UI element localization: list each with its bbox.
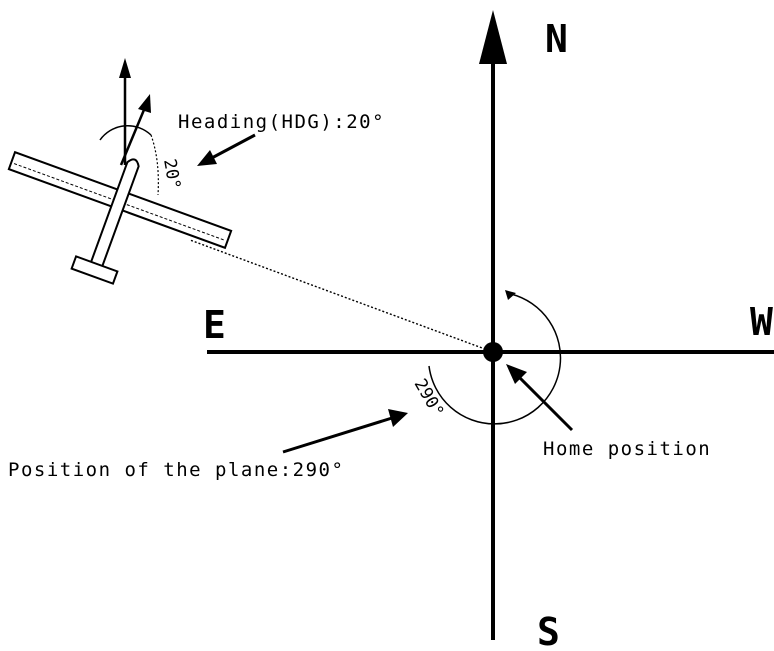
position-pointer-arrow [282, 416, 393, 454]
home-pointer-arrowhead [506, 364, 527, 384]
heading-label: Heading(HDG):20° [178, 111, 385, 133]
north-arrow-icon [479, 10, 507, 64]
position-arc-arrowhead [505, 290, 516, 300]
north-label: N [545, 17, 568, 61]
heading-angle-arc [99, 125, 152, 141]
south-label: S [537, 610, 560, 651]
heading-pointer-arrow [207, 133, 256, 162]
west-label: W [750, 300, 773, 344]
heading-angle-label: 20° [159, 157, 184, 191]
heading-angle-arc-ext [150, 134, 159, 196]
heading-pointer-arrowhead [197, 150, 217, 166]
position-angle-arc [428, 293, 562, 425]
position-label: Position of the plane:290° [8, 459, 344, 481]
position-pointer-arrowhead [388, 409, 408, 427]
plane-heading-arrow [119, 104, 148, 166]
home-pointer-arrow [510, 368, 574, 432]
plane-heading-arrowhead [138, 94, 151, 113]
east-label: E [203, 303, 226, 347]
plane-north-arrowhead [119, 58, 131, 78]
bearing-line [189, 239, 494, 353]
airplane-icon [7, 150, 233, 285]
home-point-icon [483, 342, 503, 362]
home-position-label: Home position [543, 438, 711, 460]
